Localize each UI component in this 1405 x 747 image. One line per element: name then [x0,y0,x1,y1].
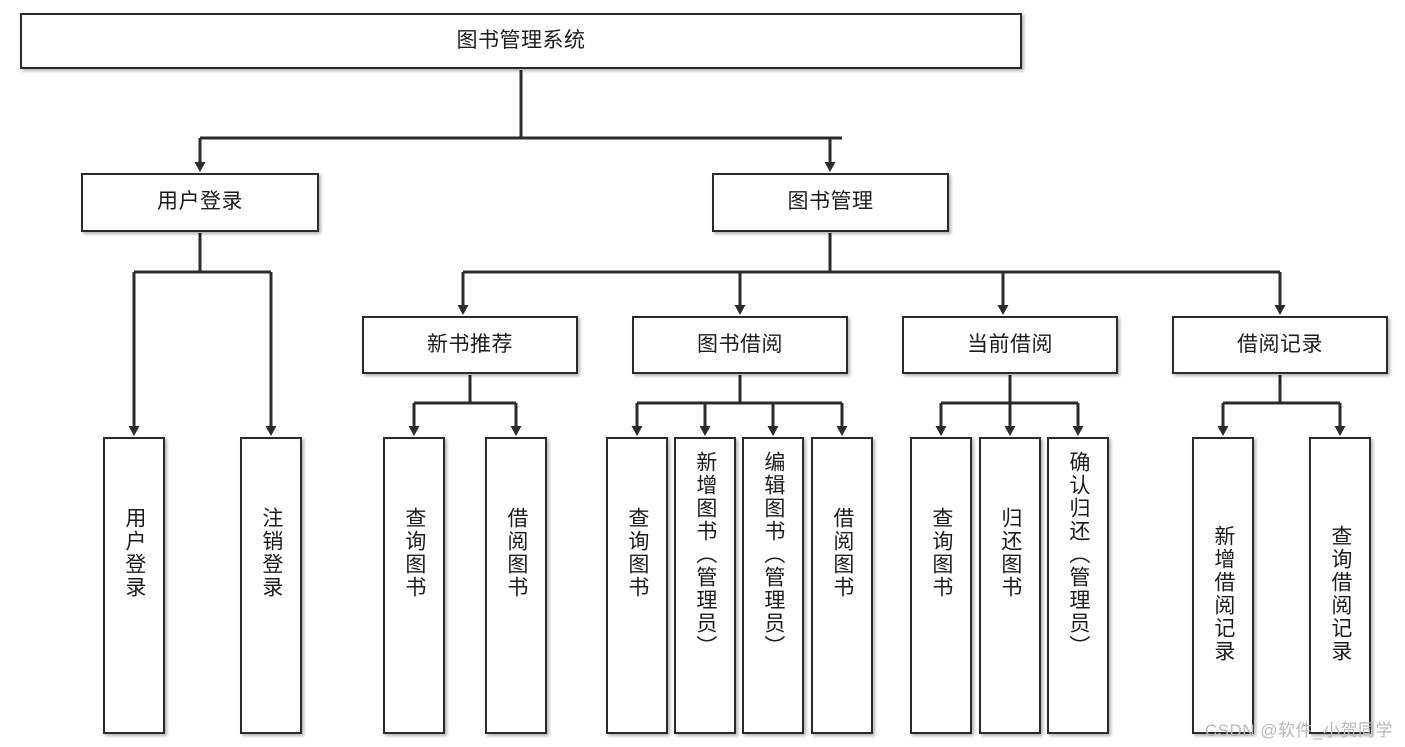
node-leaf-logout-login[interactable]: 注销登录 [240,437,302,734]
node-leaf-add-record-label: 新增借阅记录 [1211,525,1235,663]
node-leaf-return-book-label: 归还图书 [998,507,1022,599]
node-leaf-borrow-book-2-label: 借阅图书 [830,507,854,599]
node-new-book-recommend[interactable]: 新书推荐 [362,316,578,374]
node-leaf-user-login[interactable]: 用户登录 [103,437,165,734]
node-user-login-label: 用户登录 [157,190,243,214]
node-leaf-query-book-3[interactable]: 查询图书 [910,437,972,734]
node-leaf-return-book[interactable]: 归还图书 [979,437,1041,734]
node-borrow-record[interactable]: 借阅记录 [1172,316,1388,374]
node-leaf-edit-book[interactable]: 编辑图书（管理员） [742,437,804,734]
node-root-label: 图书管理系统 [456,28,586,52]
node-leaf-add-book-label: 新增图书（管理员） [693,451,717,658]
node-leaf-user-login-label: 用户登录 [122,507,146,599]
node-leaf-confirm-return[interactable]: 确认归还（管理员） [1047,437,1109,734]
node-leaf-query-book-2-label: 查询图书 [625,507,649,599]
node-leaf-query-book-3-label: 查询图书 [929,507,953,599]
node-book-manage[interactable]: 图书管理 [712,173,949,232]
node-book-borrow-label: 图书借阅 [697,332,783,356]
node-user-login[interactable]: 用户登录 [81,173,319,232]
node-leaf-add-record[interactable]: 新增借阅记录 [1192,437,1254,734]
node-leaf-query-book-1[interactable]: 查询图书 [383,437,445,734]
node-leaf-borrow-book-1[interactable]: 借阅图书 [485,437,547,734]
node-book-borrow[interactable]: 图书借阅 [632,316,848,374]
node-leaf-add-book[interactable]: 新增图书（管理员） [674,437,736,734]
node-leaf-query-book-1-label: 查询图书 [402,507,426,599]
node-leaf-query-record-label: 查询借阅记录 [1328,525,1352,663]
node-current-borrow-label: 当前借阅 [967,332,1053,356]
node-leaf-edit-book-label: 编辑图书（管理员） [761,451,785,658]
node-new-book-recommend-label: 新书推荐 [427,332,513,356]
node-current-borrow[interactable]: 当前借阅 [902,316,1118,374]
node-leaf-query-record[interactable]: 查询借阅记录 [1309,437,1371,734]
node-leaf-query-book-2[interactable]: 查询图书 [606,437,668,734]
node-leaf-confirm-return-label: 确认归还（管理员） [1066,451,1090,658]
node-root[interactable]: 图书管理系统 [20,13,1022,69]
node-borrow-record-label: 借阅记录 [1237,332,1323,356]
node-leaf-borrow-book-1-label: 借阅图书 [504,507,528,599]
node-leaf-borrow-book-2[interactable]: 借阅图书 [811,437,873,734]
node-leaf-logout-login-label: 注销登录 [259,507,283,599]
node-book-manage-label: 图书管理 [787,190,874,214]
watermark-text: CSDN @软件_小贺同学 [1204,721,1393,740]
